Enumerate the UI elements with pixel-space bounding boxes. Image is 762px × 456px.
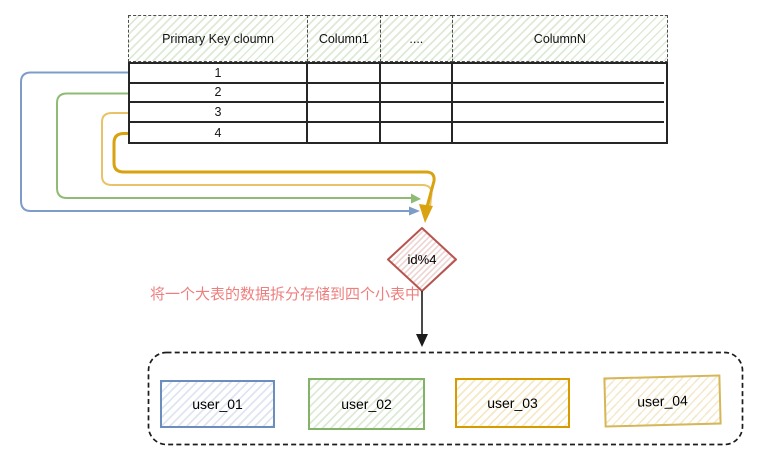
caption-text: 将一个大表的数据拆分存储到四个小表中	[150, 286, 421, 303]
shard-box-user-02: user_02	[308, 378, 425, 430]
shard-box-user-04: user_04	[603, 374, 722, 428]
table-cell: 4	[130, 122, 308, 143]
table-cell	[381, 103, 453, 123]
decision-label: id%4	[407, 252, 437, 267]
shard-label: user_02	[341, 396, 392, 412]
table-cell	[453, 83, 664, 104]
table-cell	[308, 103, 381, 123]
shard-container	[147, 351, 744, 446]
table-cell	[308, 122, 381, 143]
header-cell-primary-key: Primary Key cloumn	[128, 15, 308, 62]
shard-label: user_04	[637, 392, 688, 410]
arrow-row4	[112, 132, 436, 209]
source-table-header: Primary Key cloumn Column1 .... ColumnN	[128, 15, 668, 62]
table-cell: 2	[130, 83, 308, 104]
shard-box-user-01: user_01	[160, 380, 275, 428]
shard-box-user-03: user_03	[455, 378, 570, 428]
table-cell	[381, 83, 453, 104]
table-cell	[308, 64, 381, 84]
arrow-row1-head	[409, 206, 420, 216]
source-table-body: 1 2 3 4	[128, 62, 668, 145]
source-table: Primary Key cloumn Column1 .... ColumnN …	[128, 15, 668, 145]
arrow-row1	[20, 71, 410, 212]
table-cell	[381, 64, 453, 84]
arrow-row3	[101, 112, 433, 208]
table-cell	[308, 83, 381, 104]
table-cell	[453, 103, 664, 123]
header-cell-column1: Column1	[306, 15, 381, 62]
header-cell-columnN: ColumnN	[451, 15, 668, 62]
table-cell: 1	[130, 64, 308, 84]
arrow-row2-head	[411, 193, 421, 204]
table-cell	[453, 64, 664, 84]
arrow-row2	[56, 92, 412, 199]
arrow-to-shards-head	[416, 334, 428, 347]
table-cell: 3	[130, 103, 308, 123]
shard-label: user_03	[487, 395, 538, 411]
shard-label: user_01	[192, 396, 243, 412]
arrow-row4-head	[419, 204, 433, 223]
header-cell-ellipsis: ....	[379, 15, 453, 62]
table-cell	[381, 122, 453, 143]
table-cell	[453, 122, 664, 143]
